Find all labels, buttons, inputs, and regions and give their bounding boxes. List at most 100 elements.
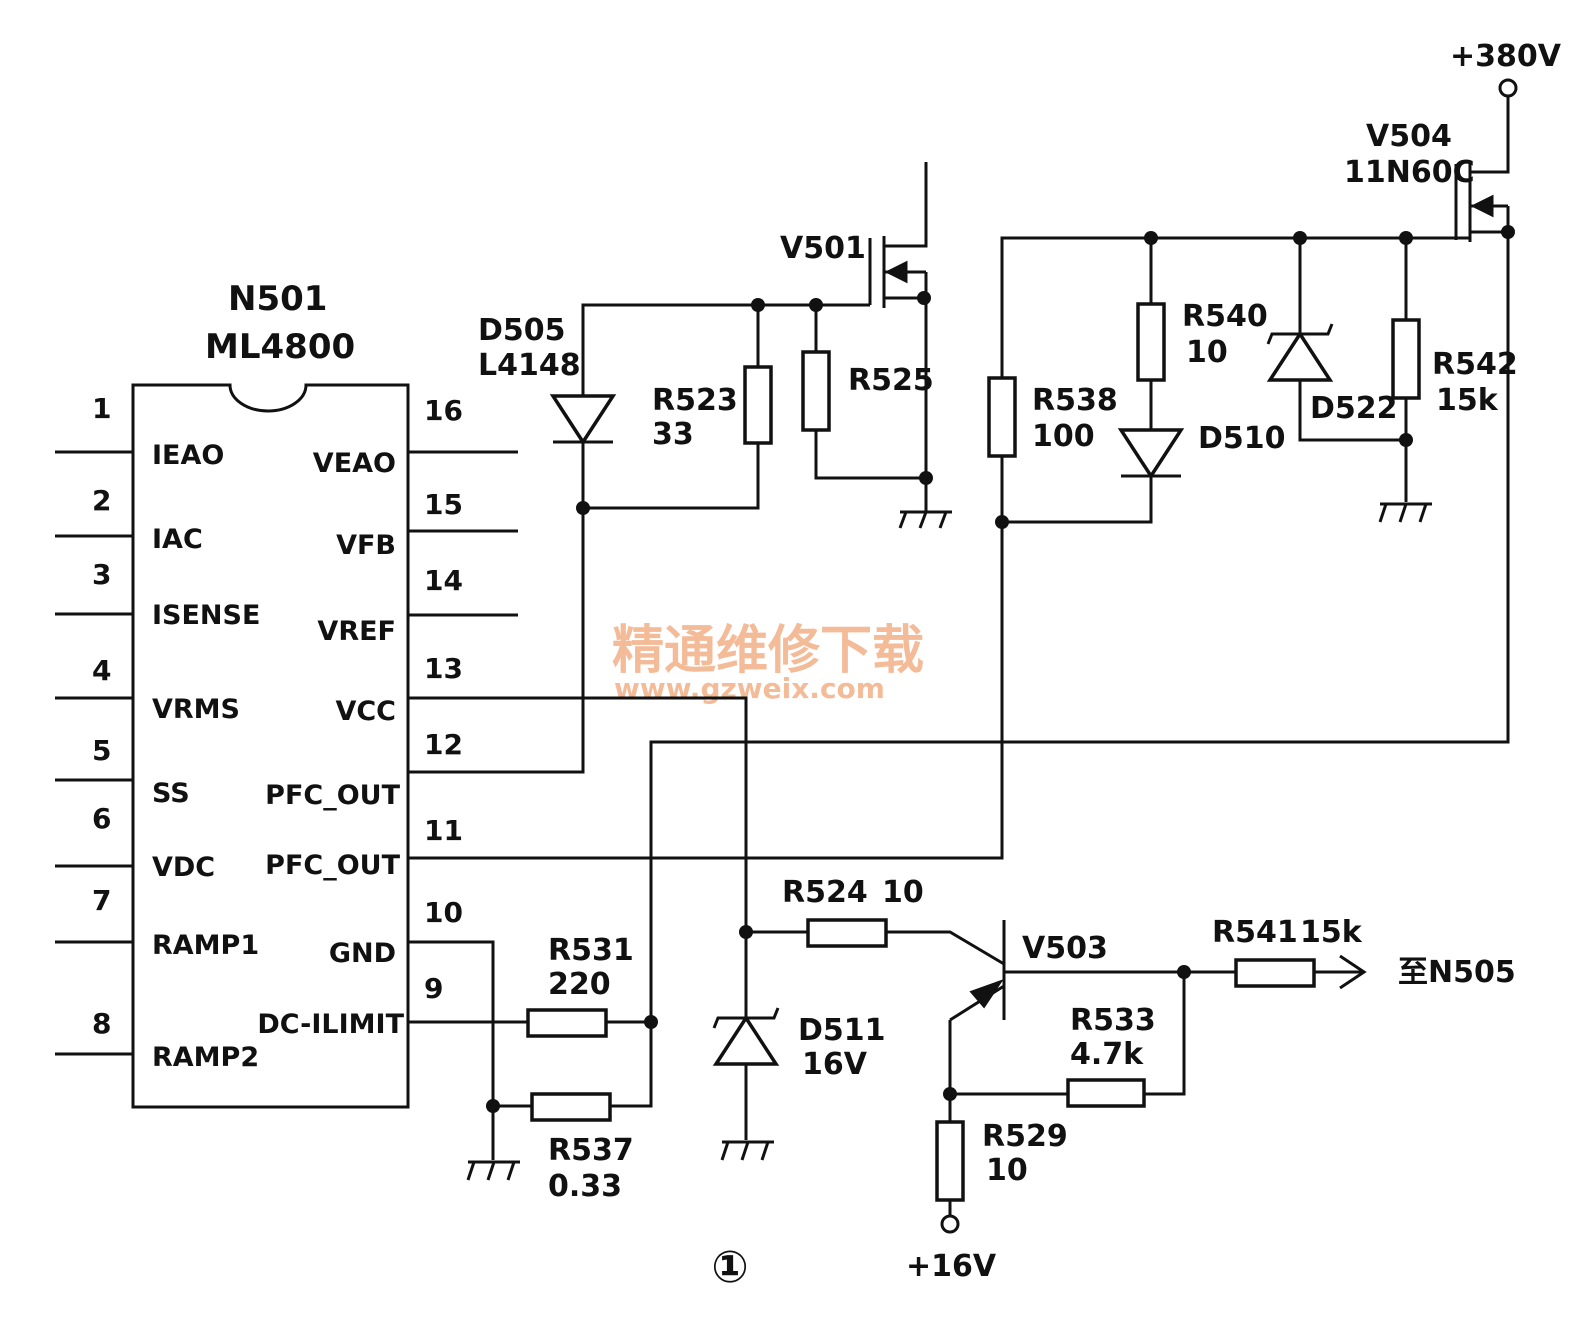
- r524-resistor: [806, 918, 888, 948]
- pin-name: VREF: [317, 616, 396, 647]
- d505-diode-symbol: [549, 394, 617, 446]
- r523-ref: R523: [652, 383, 738, 418]
- pin-number: 12: [424, 728, 463, 761]
- pin-name: VEAO: [313, 448, 396, 479]
- pin-number: 14: [424, 564, 463, 597]
- r538-resistor: [987, 376, 1017, 458]
- output-destination-label: 至N505: [1398, 955, 1516, 990]
- junction-dot: [917, 291, 931, 305]
- d505-ref: D505: [478, 313, 566, 348]
- source-sense-wire: [649, 232, 1510, 1022]
- d511-zener-symbol: [712, 1014, 780, 1066]
- v504-value: 11N60C: [1344, 155, 1475, 190]
- r542-ref: R542: [1432, 347, 1518, 382]
- pin-name: VCC: [335, 696, 396, 727]
- r529-value: 10: [986, 1153, 1028, 1188]
- pin-name: RAMP2: [152, 1042, 259, 1073]
- d522-ref: D522: [1310, 391, 1398, 426]
- pin-number: 3: [92, 558, 111, 591]
- v503-base-wire: [886, 930, 1005, 966]
- ground-icon: [466, 1161, 476, 1181]
- junction-dot: [1177, 965, 1191, 979]
- d511-ref: D511: [798, 1013, 886, 1048]
- v501-arrow: [884, 260, 908, 284]
- v504-ref: V504: [1366, 119, 1452, 154]
- r537-value: 0.33: [548, 1169, 622, 1204]
- ground-icon: [918, 511, 928, 529]
- junction-dot: [1399, 433, 1413, 447]
- r541-resistor: [1234, 958, 1316, 988]
- v501-ref: V501: [780, 231, 866, 266]
- pin-name: GND: [329, 938, 396, 969]
- r538-ref: R538: [1032, 383, 1118, 418]
- pin-number: 5: [92, 734, 111, 767]
- junction-dot: [809, 298, 823, 312]
- junction-dot: [995, 515, 1009, 529]
- supply-label-380v: +380V: [1450, 39, 1562, 74]
- r541-value: 15k: [1300, 915, 1363, 950]
- pin-number: 13: [424, 652, 463, 685]
- junction-dot: [1293, 231, 1307, 245]
- r542-resistor: [1391, 318, 1421, 400]
- r541-ref: R541: [1212, 915, 1298, 950]
- d511-value: 16V: [802, 1047, 868, 1082]
- v501-source: [884, 296, 928, 500]
- supply-terminal-16v: [940, 1214, 960, 1234]
- pin-number: 2: [92, 484, 111, 517]
- r529-ref: R529: [982, 1119, 1068, 1154]
- pin-name: PFC_OUT: [265, 850, 400, 881]
- junction-dot: [576, 501, 590, 515]
- r540-ref: R540: [1182, 299, 1268, 334]
- watermark-text: 精通维修下载: [612, 621, 924, 681]
- r531-value: 220: [548, 967, 611, 1002]
- pin-number: 15: [424, 488, 463, 521]
- v504-drain: [1470, 96, 1510, 174]
- d505-value: L4148: [478, 348, 581, 383]
- junction-dot: [739, 925, 753, 939]
- vcc-wire: [408, 696, 748, 932]
- junction-dot: [943, 1087, 957, 1101]
- r538-value: 100: [1032, 419, 1095, 454]
- gnd-wire: [408, 940, 495, 1160]
- ground-icon: [740, 1141, 750, 1161]
- gate-net-wire: [581, 303, 870, 396]
- r531-resistor: [526, 1008, 608, 1038]
- ground-icon: [760, 1141, 770, 1161]
- ground-icon: [486, 1161, 496, 1181]
- ground-icon: [938, 511, 948, 529]
- pin-name: VDC: [152, 852, 215, 883]
- v504-arrow: [1470, 194, 1494, 218]
- r533-ref: R533: [1070, 1003, 1156, 1038]
- junction-dot: [486, 1099, 500, 1113]
- pin11-net-wire: [408, 522, 1004, 860]
- wire: [814, 430, 926, 480]
- d511-zener-bar: [712, 1007, 780, 1029]
- r531-ref: R531: [548, 933, 634, 968]
- pin-name: DC-ILIMIT: [257, 1009, 404, 1040]
- r540-resistor: [1136, 302, 1166, 382]
- d522-zener-symbol: [1266, 330, 1334, 382]
- r525-ref: R525: [848, 363, 934, 398]
- watermark-url: www.gzweix.com: [614, 672, 885, 705]
- junction-dot: [1399, 231, 1413, 245]
- pin-name: RAMP1: [152, 930, 259, 961]
- d510-diode-symbol: [1117, 428, 1185, 480]
- pin-number: 16: [424, 394, 463, 427]
- pin-number: 6: [92, 802, 111, 835]
- wire: [583, 443, 760, 510]
- ground-icon: [898, 511, 908, 529]
- r540-value: 10: [1186, 335, 1228, 370]
- ground-icon: [1378, 503, 1388, 523]
- pin-name: VRMS: [152, 694, 240, 725]
- output-arrow-icon: [1339, 954, 1367, 990]
- r533-value: 4.7k: [1070, 1037, 1144, 1072]
- r529-resistor: [935, 1120, 965, 1202]
- current-sense-network: R531 220 R537 0.33: [408, 933, 658, 1204]
- figure-number: ①: [711, 1242, 748, 1293]
- r533-resistor: [1066, 1078, 1146, 1108]
- d522-zener-bar: [1266, 323, 1334, 345]
- r524-value: 10: [882, 875, 924, 910]
- junction-dot: [1144, 231, 1158, 245]
- v503-ref: V503: [1022, 931, 1108, 966]
